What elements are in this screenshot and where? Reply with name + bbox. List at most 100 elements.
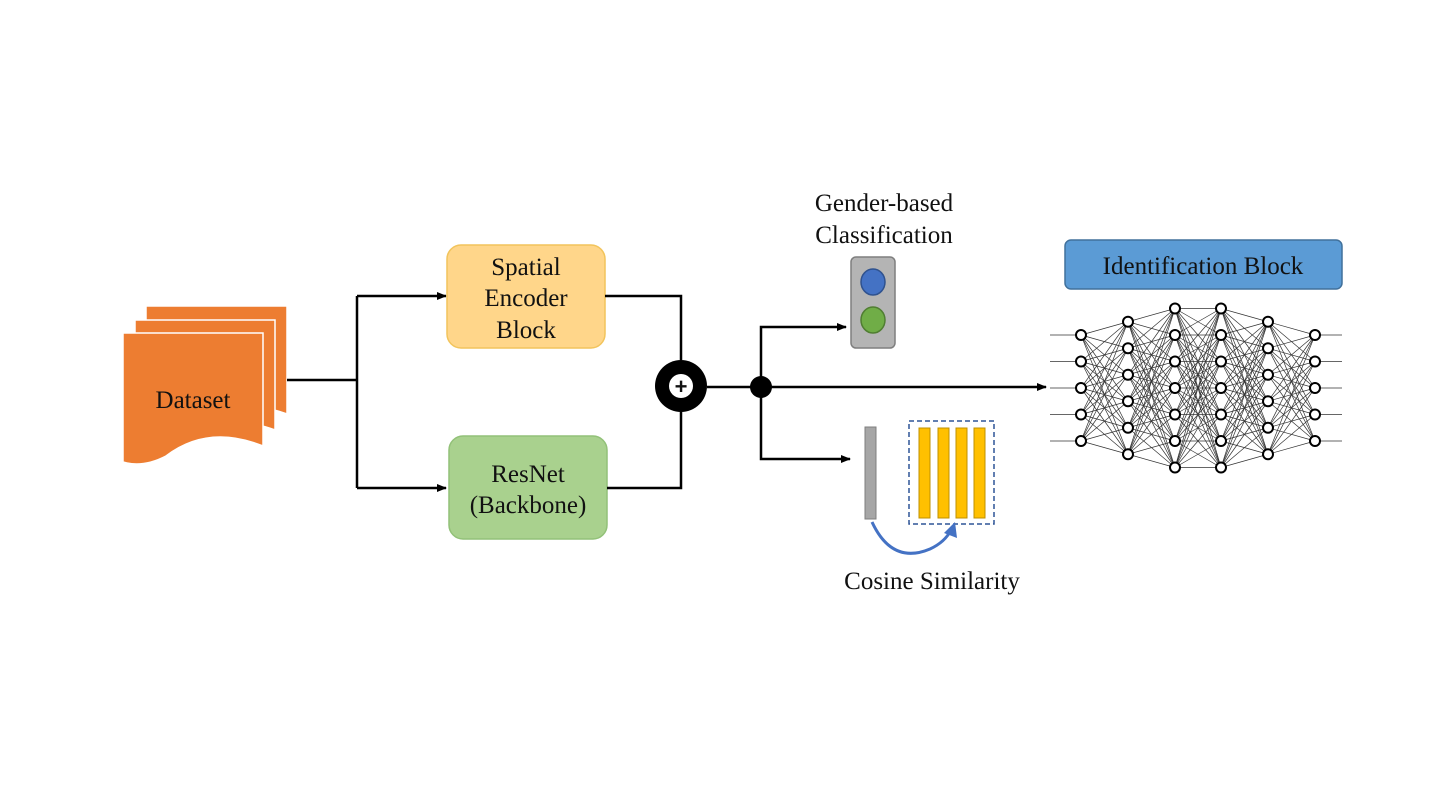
network-node	[1215, 329, 1227, 341]
resnet-to-fusion-line	[607, 408, 683, 490]
network-edge	[1127, 387, 1176, 455]
spatial-encoder-line-1: Spatial	[491, 254, 560, 281]
network-edge	[1127, 308, 1176, 402]
network-edge	[1174, 308, 1222, 336]
network-edge	[1080, 440, 1129, 455]
network-node	[1215, 461, 1227, 474]
network-node	[1075, 329, 1087, 341]
network-edge	[1220, 308, 1269, 323]
cosine-similarity: Cosine Similarity	[844, 420, 1020, 595]
split-connector	[287, 292, 447, 492]
network-edge	[1080, 400, 1129, 442]
network-node	[1122, 395, 1134, 408]
network-edge	[1267, 321, 1316, 336]
network-node	[1215, 355, 1227, 368]
network-node	[1122, 448, 1134, 461]
network-node	[1169, 329, 1181, 341]
network-edge	[1220, 401, 1269, 468]
network-node	[1309, 355, 1321, 368]
network-node	[1309, 408, 1321, 421]
network-edge	[1174, 308, 1222, 362]
identification-block: Identification Block	[1050, 239, 1343, 474]
network-edge	[1174, 308, 1222, 468]
network-edge	[1080, 321, 1129, 389]
network-edge	[1267, 334, 1316, 376]
network-node	[1215, 302, 1227, 315]
network-node	[1169, 435, 1181, 447]
arrow-to-gender	[759, 323, 847, 387]
network-edge	[1220, 427, 1269, 468]
network-node	[1262, 421, 1274, 434]
network-node	[1262, 395, 1274, 408]
network-edge	[1080, 348, 1129, 442]
network-edge	[1127, 308, 1176, 323]
network-edge	[1267, 334, 1316, 349]
gender-title-line-2: Classification	[815, 222, 953, 249]
dataset-sheet-front	[122, 332, 264, 465]
network-edge	[1220, 321, 1269, 468]
network-edge	[1267, 334, 1316, 455]
network-edge	[1080, 321, 1129, 336]
network-edge	[1174, 334, 1222, 468]
dataset-stack: Dataset	[122, 305, 288, 465]
network-edge	[1080, 427, 1129, 442]
network-edge	[1220, 321, 1269, 362]
network-edge	[1127, 308, 1176, 349]
fusion-plus-symbol: +	[675, 374, 688, 399]
neural-network	[1050, 302, 1342, 474]
network-edge	[1174, 387, 1222, 468]
gender-class-b-indicator	[860, 306, 886, 334]
resnet-line-1: ResNet	[491, 461, 565, 488]
network-edge	[1267, 334, 1316, 402]
fusion-inner	[669, 374, 693, 398]
gallery-feature-bar	[918, 427, 931, 519]
fusion-node: +	[655, 360, 707, 412]
gender-title-line-1: Gender-based	[815, 190, 954, 217]
spatial-encoder-line-3: Block	[496, 317, 556, 344]
network-edge	[1127, 453, 1176, 468]
cosine-similarity-label: Cosine Similarity	[844, 568, 1020, 595]
spatial-to-fusion-line	[605, 294, 683, 360]
network-edge	[1267, 440, 1316, 455]
network-edge	[1220, 348, 1269, 468]
network-node	[1215, 435, 1227, 447]
query-feature-bar	[864, 426, 877, 520]
network-node	[1262, 342, 1274, 355]
network-node	[1075, 382, 1087, 394]
network-edge	[1174, 308, 1222, 415]
dataset-label: Dataset	[156, 387, 231, 414]
network-node	[1122, 342, 1134, 355]
arrow-to-cosine	[759, 387, 851, 463]
gender-classification: Gender-based Classification	[815, 190, 954, 349]
gallery-features-frame	[908, 420, 995, 525]
branch-point	[750, 376, 772, 398]
similarity-arc-arrow	[870, 521, 953, 555]
network-node	[1262, 448, 1274, 461]
network-node	[1169, 355, 1181, 368]
network-edge	[1220, 321, 1269, 415]
gallery-feature-bar	[937, 427, 950, 519]
gallery-feature-bar	[973, 427, 986, 519]
network-edge	[1080, 321, 1129, 415]
network-edge	[1127, 334, 1176, 455]
network-node	[1075, 408, 1087, 421]
network-node	[1215, 382, 1227, 394]
network-edge	[1220, 321, 1269, 389]
resnet-line-2: (Backbone)	[470, 492, 587, 519]
network-edge	[1174, 308, 1222, 389]
network-edge	[1174, 414, 1222, 468]
spatial-encoder-line-2: Encoder	[484, 285, 568, 312]
network-edge	[1267, 414, 1316, 455]
network-node	[1122, 421, 1134, 434]
network-edge	[1267, 334, 1316, 428]
network-node	[1169, 382, 1181, 394]
network-node	[1215, 408, 1227, 421]
network-node	[1309, 329, 1321, 341]
network-edge	[1080, 321, 1129, 442]
network-edge	[1174, 440, 1222, 468]
network-edge	[1174, 308, 1222, 442]
network-edge	[1220, 453, 1269, 468]
spatial-encoder-block: Spatial Encoder Block	[446, 244, 606, 349]
merge-connector	[605, 294, 683, 490]
identification-header	[1064, 239, 1343, 290]
